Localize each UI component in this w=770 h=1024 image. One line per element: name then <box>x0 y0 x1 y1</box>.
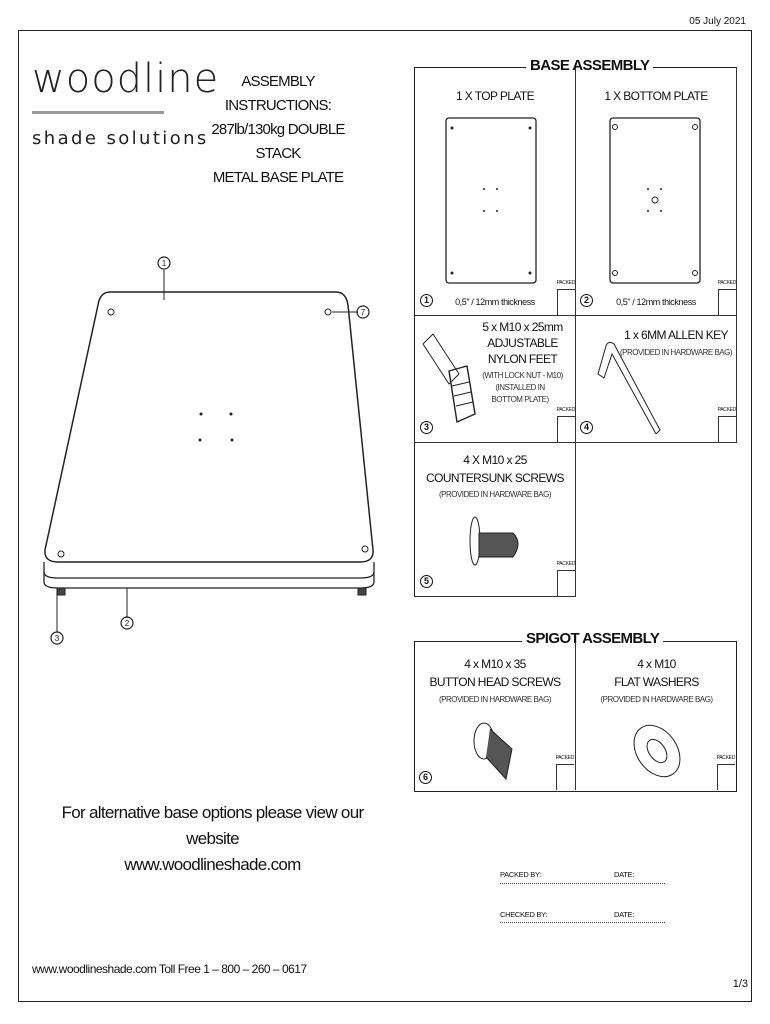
footer-contact: www.woodlineshade.com Toll Free 1 – 800 … <box>32 962 307 976</box>
base-assembly-heading: BASE ASSEMBLY <box>526 57 654 74</box>
packed-label: PACKED <box>717 407 737 413</box>
logo-brand: woodline <box>32 56 220 102</box>
item-title: NYLON FEET <box>487 352 558 366</box>
packed-label: PACKED <box>556 407 576 413</box>
item-subtitle: (INSTALLED IN <box>495 383 545 392</box>
spigot-assembly-heading: SPIGOT ASSEMBLY <box>522 630 664 647</box>
callout-7: 7 <box>361 308 366 317</box>
item-title: 1 X TOP PLATE <box>455 89 535 103</box>
packed-by-label: PACKED BY: <box>500 870 542 879</box>
checked-by-label: CHECKED BY: <box>500 910 548 919</box>
item-subtitle: BOTTOM PLATE) <box>491 395 549 404</box>
callout-2: 2 <box>125 619 130 628</box>
packed-checkbox[interactable]: PACKED <box>718 407 736 442</box>
button-head-screw-icon <box>473 722 513 781</box>
item-subtitle: (PROVIDED IN HARDWARE BAG) <box>438 490 552 499</box>
item-title: 1 X BOTTOM PLATE <box>604 89 708 103</box>
title-line: ASSEMBLY INSTRUCTIONS: <box>224 73 332 114</box>
packed-checkbox[interactable]: PACKED <box>718 280 736 315</box>
page-number: 1/3 <box>732 978 748 990</box>
item-nylon-feet: 5 x M10 x 25mm ADJUSTABLE NYLON FEET (WI… <box>414 316 576 443</box>
spigot-divider <box>575 642 577 790</box>
item-allen-key: 1 x 6MM ALLEN KEY (PROVIDED IN HARDWARE … <box>576 316 737 443</box>
packed-label: PACKED <box>556 561 576 567</box>
allen-key-icon <box>597 341 661 434</box>
packed-label: PACKED <box>716 755 736 761</box>
item-title: 5 x M10 x 25mm <box>482 320 563 334</box>
item-title: 4 x M10 <box>637 657 676 671</box>
item-number: 5 <box>420 575 433 588</box>
item-bottom-plate: 1 X BOTTOM PLATE 2 0,5" / 12mm thickness… <box>576 67 737 316</box>
item-number: 4 <box>580 421 593 434</box>
top-plate-icon <box>445 117 537 284</box>
page-frame <box>18 30 752 1002</box>
packed-label: PACKED <box>556 280 576 286</box>
item-number: 3 <box>420 421 433 434</box>
packed-checkbox[interactable]: PACKED <box>557 407 575 442</box>
item-title: 4 x M10 x 35 <box>464 657 526 671</box>
item-number: 2 <box>580 294 593 307</box>
item-top-plate: 1 X TOP PLATE 1 0,5" / 12mm thickness PA… <box>414 67 576 316</box>
page-title: ASSEMBLY INSTRUCTIONS: 287lb/130kg DOUBL… <box>188 70 368 190</box>
packed-date-label: DATE: <box>614 870 635 879</box>
packed-by-field[interactable] <box>500 883 665 884</box>
item-note: 0,5" / 12mm thickness <box>455 297 535 307</box>
item-subtitle: (WITH LOCK NUT - M10) <box>482 371 563 380</box>
item-title: COUNTERSUNK SCREWS <box>426 471 564 485</box>
item-title: ADJUSTABLE <box>487 336 558 350</box>
packed-checkbox[interactable]: PACKED <box>557 561 575 596</box>
item-subtitle: (PROVIDED IN HARDWARE BAG) <box>619 348 733 357</box>
countersunk-screw-icon <box>469 516 519 566</box>
checked-date-label: DATE: <box>614 910 635 919</box>
packed-checkbox[interactable]: PACKED <box>556 755 574 790</box>
base-plate-diagram: 1 7 2 3 <box>43 256 375 645</box>
nylon-foot-icon <box>422 333 476 424</box>
item-button-head-screws: 4 x M10 x 35 BUTTON HEAD SCREWS (PROVIDE… <box>414 641 576 792</box>
packed-checkbox[interactable]: PACKED <box>717 755 735 790</box>
item-title: FLAT WASHERS <box>614 675 699 689</box>
alt-text-line: For alternative base options please view… <box>61 803 365 848</box>
checked-by-field[interactable] <box>500 922 665 923</box>
alternative-options-note: For alternative base options please view… <box>40 800 385 878</box>
item-subtitle: (PROVIDED IN HARDWARE BAG) <box>600 695 713 704</box>
item-subtitle: (PROVIDED IN HARDWARE BAG) <box>438 695 552 704</box>
item-number: 6 <box>419 771 432 784</box>
callout-3: 3 <box>55 634 60 643</box>
item-title: 4 X M10 x 25 <box>463 453 527 467</box>
packed-label: PACKED <box>717 280 737 286</box>
packed-checkbox[interactable]: PACKED <box>557 280 575 315</box>
callout-1: 1 <box>162 259 167 268</box>
item-note: 0,5" / 12mm thickness <box>616 297 696 307</box>
item-title: BUTTON HEAD SCREWS <box>429 675 562 689</box>
item-flat-washers: 4 x M10 FLAT WASHERS (PROVIDED IN HARDWA… <box>576 641 737 792</box>
item-title: 1 x 6MM ALLEN KEY <box>624 328 728 342</box>
packed-label: PACKED <box>555 755 575 761</box>
title-line: 287lb/130kg DOUBLE STACK <box>211 121 345 162</box>
bottom-plate-icon <box>609 117 701 284</box>
item-number: 1 <box>420 294 433 307</box>
item-countersunk-screws: 4 X M10 x 25 COUNTERSUNK SCREWS (PROVIDE… <box>414 443 576 597</box>
website-link[interactable]: www.woodlineshade.com <box>124 855 301 874</box>
flat-washer-icon <box>633 724 681 778</box>
logo-divider <box>32 111 164 114</box>
title-line: METAL BASE PLATE <box>212 169 344 186</box>
logo-tagline: shade solutions <box>32 128 209 149</box>
document-date: 05 July 2021 <box>689 16 746 27</box>
